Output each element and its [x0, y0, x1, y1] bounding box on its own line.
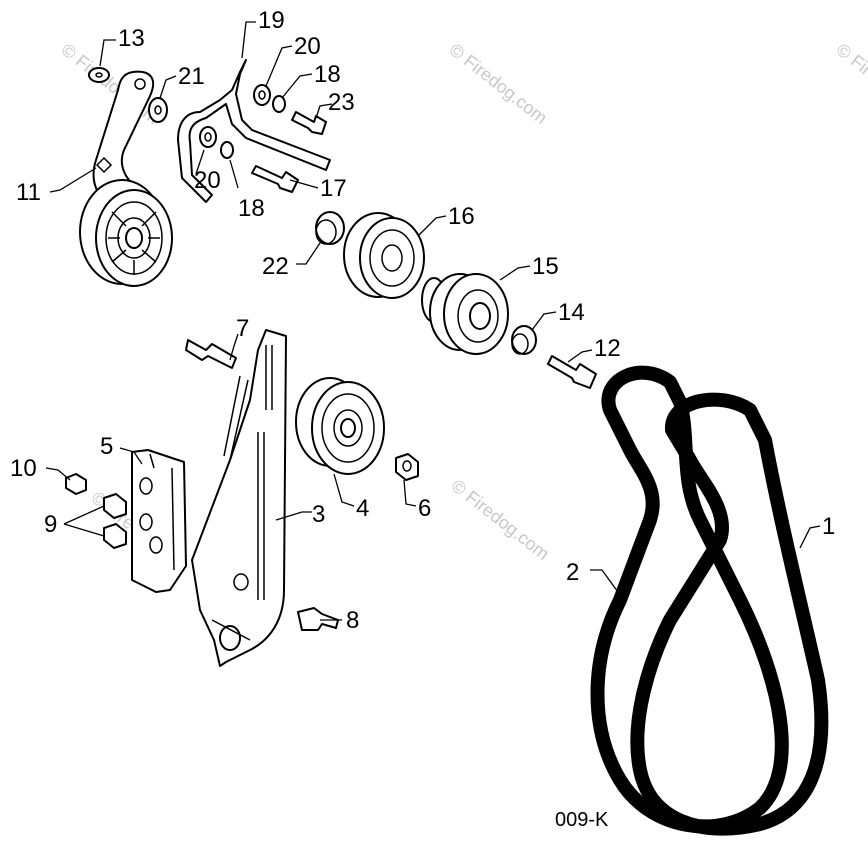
- part-9-nut: [103, 493, 127, 519]
- part-10-nut: [65, 473, 87, 495]
- callout-18-lower: 18: [238, 195, 265, 222]
- callout-15: 15: [532, 253, 559, 280]
- callout-10: 10: [10, 455, 37, 482]
- part-17-bolt: [251, 165, 299, 193]
- callout-5: 5: [100, 433, 113, 460]
- part-1-belt: [630, 392, 829, 836]
- part-7-bolt: [185, 339, 237, 369]
- part-5-plate: [131, 449, 187, 593]
- part-11-idler-arm: [79, 70, 173, 287]
- callout-22: 22: [262, 253, 289, 280]
- watermark-text: © Firedog.com: [448, 475, 554, 564]
- callout-6: 6: [418, 495, 431, 522]
- callout-20-lower: 20: [194, 167, 221, 194]
- callout-14: 14: [558, 299, 585, 326]
- callout-2: 2: [566, 559, 579, 586]
- part-19-spring-link: [177, 59, 331, 203]
- callout-19: 19: [258, 7, 285, 34]
- part-20-washer: [199, 126, 217, 148]
- part-20-washer: [253, 84, 271, 106]
- callout-12: 12: [594, 335, 621, 362]
- part-12-bolt: [547, 355, 597, 389]
- part-16-pulley: [343, 212, 425, 299]
- callout-17: 17: [320, 175, 347, 202]
- part-21-washer: [148, 97, 168, 123]
- callout-20: 20: [294, 33, 321, 60]
- callout-13: 13: [118, 25, 145, 52]
- part-8-bolt: [297, 607, 339, 631]
- part-18-lock-washer: [272, 95, 286, 113]
- callout-1: 1: [822, 513, 835, 540]
- part-14-bushing: [511, 325, 537, 355]
- callout-18: 18: [314, 61, 341, 88]
- part-3-bracket: [191, 329, 287, 667]
- callout-16: 16: [448, 203, 475, 230]
- callout-9: 9: [44, 511, 57, 538]
- part-15-pulley: [421, 273, 509, 355]
- part-4-pulley: [295, 377, 385, 475]
- callout-11: 11: [16, 179, 41, 206]
- watermark-text: © Firedog.com: [446, 39, 552, 128]
- callouts: 1 2 3 4 5 6 7 8 9 10 11 12 13 14 15 16 1…: [10, 7, 835, 634]
- callout-8: 8: [346, 607, 359, 634]
- leader-lines: [45, 21, 821, 621]
- part-13-washer: [88, 67, 110, 83]
- callout-3: 3: [312, 501, 325, 528]
- callout-4: 4: [356, 495, 369, 522]
- figure-code: 009-K: [555, 809, 609, 831]
- part-23-bolt: [291, 111, 327, 135]
- part-22-bushing: [315, 211, 345, 245]
- watermark-text: © Firedog.com: [833, 39, 868, 128]
- part-6-nut: [395, 453, 419, 481]
- callout-23: 23: [328, 89, 355, 116]
- callout-7: 7: [236, 315, 249, 342]
- part-18-lock-washer: [220, 141, 234, 159]
- part-9-nut: [103, 523, 127, 549]
- callout-21: 21: [178, 63, 205, 90]
